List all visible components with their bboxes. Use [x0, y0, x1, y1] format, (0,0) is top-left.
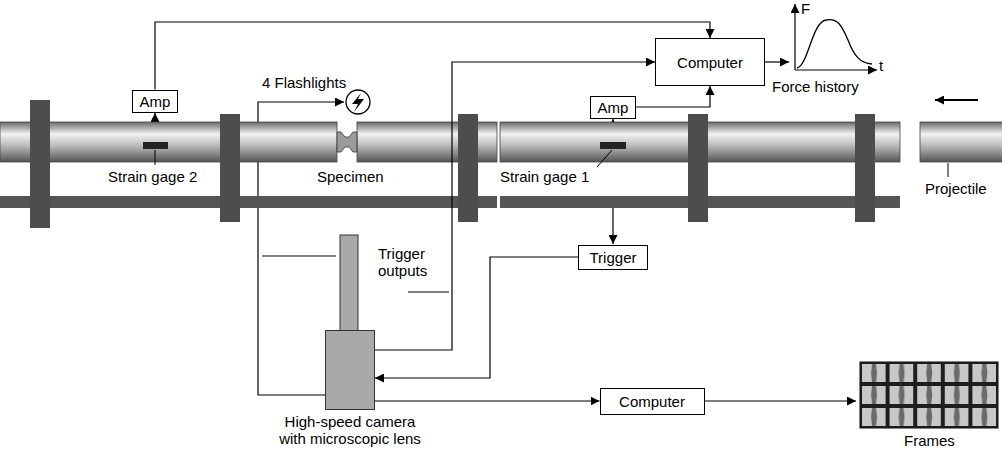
- box-label: Trigger: [590, 249, 637, 266]
- trigger-signal-arrow: [612, 208, 613, 244]
- output-arrow: [705, 400, 856, 401]
- signal-connector: [375, 400, 600, 401]
- support-post: [30, 100, 50, 228]
- strain-gage: [600, 142, 626, 149]
- signal-connector: [375, 62, 655, 350]
- support-rail: [0, 196, 497, 208]
- leader-line: [408, 292, 449, 293]
- leader-line: [262, 256, 336, 257]
- image-caption: Frames: [904, 432, 955, 449]
- amplifier-box: Amp: [590, 96, 636, 119]
- leader-line: [155, 150, 156, 165]
- leader-line: [597, 150, 612, 167]
- part-label: Strain gage 2: [108, 168, 197, 185]
- direction-arrow: [935, 99, 978, 101]
- output-arrow: [765, 61, 789, 62]
- camera-label: High-speed camera with microscopic lens: [275, 413, 425, 447]
- part-label: 4 Flashlights: [262, 74, 346, 91]
- leader-line: [948, 163, 949, 177]
- axis-label: t: [879, 57, 883, 74]
- transmitter-bar: [0, 122, 337, 162]
- frames-image: [860, 362, 998, 428]
- strain-gage: [143, 142, 168, 149]
- trigger-box: Trigger: [578, 245, 648, 270]
- box-label: Amp: [598, 99, 629, 116]
- lightning-bolt: [352, 93, 364, 112]
- support-post: [458, 114, 478, 222]
- high-speed-camera: High-speed camera with microscopic lens: [325, 330, 375, 410]
- part-label: Specimen: [317, 168, 384, 185]
- plot-caption: Force history: [772, 78, 859, 95]
- specimen-shape: [337, 132, 357, 152]
- microscope-lens: [340, 235, 358, 331]
- box-label: Computer: [677, 54, 743, 71]
- plot-axis: [794, 4, 795, 70]
- plot-axis: [795, 69, 877, 70]
- axis-label: F: [801, 0, 810, 17]
- box-label: Computer: [619, 393, 685, 410]
- part-label: Projectile: [925, 180, 987, 197]
- part-label: Strain gage 1: [500, 168, 589, 185]
- part-label: Trigger outputs: [378, 245, 444, 279]
- amplifier-box: Amp: [132, 90, 178, 113]
- support-post: [855, 114, 875, 222]
- support-post: [688, 114, 708, 222]
- signal-connector: [636, 86, 710, 107]
- signal-connector: [155, 22, 710, 90]
- box-label: Amp: [140, 93, 171, 110]
- computer-box: Computer: [655, 38, 765, 86]
- projectile-bar: [920, 122, 1002, 162]
- flashlight-symbol: [346, 90, 370, 114]
- force-curve: [797, 20, 872, 68]
- support-post: [220, 114, 240, 222]
- computer-box: Computer: [600, 388, 705, 415]
